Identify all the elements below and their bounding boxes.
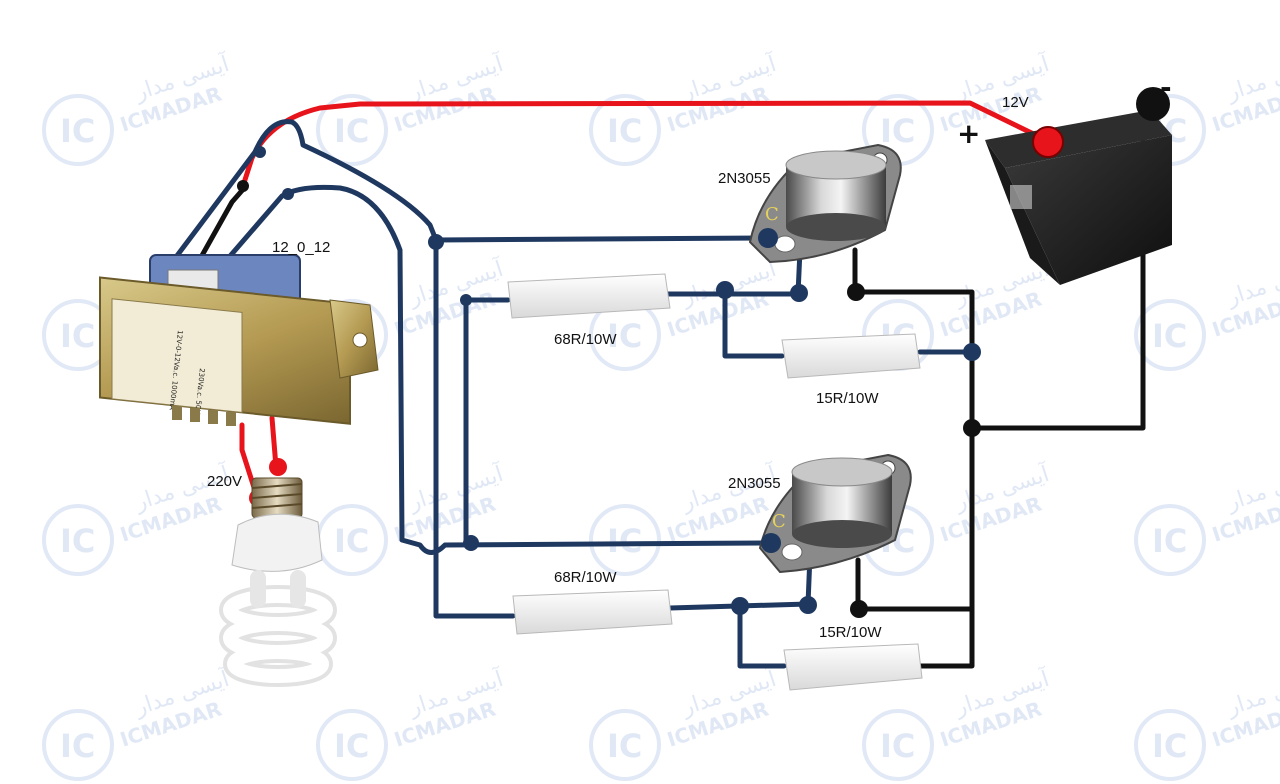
resistor-top-emitter	[781, 333, 921, 379]
battery-negative-terminal	[1136, 87, 1170, 121]
transistor-bottom: C	[758, 453, 912, 574]
junction-dot	[463, 535, 479, 551]
watermark-logo-text: IC	[607, 522, 642, 560]
watermark-logo-text: IC	[60, 112, 95, 150]
junction-dot	[269, 458, 287, 476]
junction-dot	[963, 343, 981, 361]
navy-wire-top-base	[433, 235, 768, 243]
junction-dot	[847, 283, 865, 301]
junction-dot	[850, 600, 868, 618]
watermark-logo-text: IC	[607, 727, 642, 765]
junction-dot	[716, 281, 734, 299]
resistor-bottom-base-label: 68R/10W	[554, 569, 617, 586]
junction-dot	[428, 234, 444, 250]
watermark-logo-text: IC	[334, 727, 369, 765]
battery-positive-terminal	[1032, 126, 1064, 158]
watermark-logo-text: IC	[60, 727, 95, 765]
junction-dot	[254, 146, 266, 158]
resistor-top-base	[507, 273, 671, 319]
watermark-logo-text: IC	[880, 112, 915, 150]
transformer: 230Va.c. 50Hz 12V-0-12Va.c. 1000mA	[99, 254, 379, 426]
resistor-bottom-emitter	[783, 643, 923, 691]
battery-minus-sign: -	[1160, 71, 1172, 104]
resistor-bottom-emitter-label: 15R/10W	[819, 624, 882, 641]
resistor-bottom-base	[512, 589, 673, 635]
junction-dot	[963, 419, 981, 437]
transistor-bottom-base-pin	[761, 533, 781, 553]
junction-dot	[460, 294, 472, 306]
navy-wire-bottom-feed	[433, 542, 516, 619]
watermark-logo-text: IC	[334, 522, 369, 560]
transistor-top: C	[748, 143, 902, 264]
junction-dot	[799, 596, 817, 614]
battery-voltage-label: 12V	[1002, 94, 1029, 111]
watermark-logo-text: IC	[1152, 522, 1187, 560]
junction-dot	[731, 597, 749, 615]
collector-mark: C	[772, 511, 786, 532]
transformer-taps-label: 12_0_12	[272, 239, 330, 256]
navy-wire-secondary-left	[167, 119, 439, 548]
watermark-logo-text: IC	[607, 317, 642, 355]
black-wire-top-collector	[852, 247, 975, 669]
mains-voltage-label: 220V	[207, 473, 242, 490]
watermark-logo-text: IC	[334, 112, 369, 150]
transistor-top-label: 2N3055	[718, 170, 771, 187]
watermark-logo-text: IC	[1152, 317, 1187, 355]
junction-dot	[790, 284, 808, 302]
battery-plus-sign: +	[957, 117, 980, 150]
battery	[985, 87, 1172, 285]
navy-wire-top-emitter-loop	[722, 287, 785, 359]
cfl-bulb	[219, 477, 337, 687]
watermark-logo-text: IC	[1152, 727, 1187, 765]
resistor-top-emitter-label: 15R/10W	[816, 390, 879, 407]
navy-wire-secondary-right	[215, 184, 767, 555]
watermark-logo-text: IC	[607, 112, 642, 150]
watermark-logo-text: IC	[60, 522, 95, 560]
labels: 12_0_12 12V + - 220V 2N3055 2N3055 68R/1…	[207, 71, 1172, 641]
navy-wires	[167, 119, 975, 669]
junction-dot	[282, 188, 294, 200]
collector-mark: C	[765, 204, 779, 225]
watermark-logo-text: IC	[880, 727, 915, 765]
navy-wire-bottom-emitter-loop	[737, 602, 787, 669]
resistor-top-base-label: 68R/10W	[554, 331, 617, 348]
transistor-top-base-pin	[758, 228, 778, 248]
transistor-bottom-label: 2N3055	[728, 475, 781, 492]
watermark-logo-text: IC	[60, 317, 95, 355]
junction-dot	[237, 180, 249, 192]
